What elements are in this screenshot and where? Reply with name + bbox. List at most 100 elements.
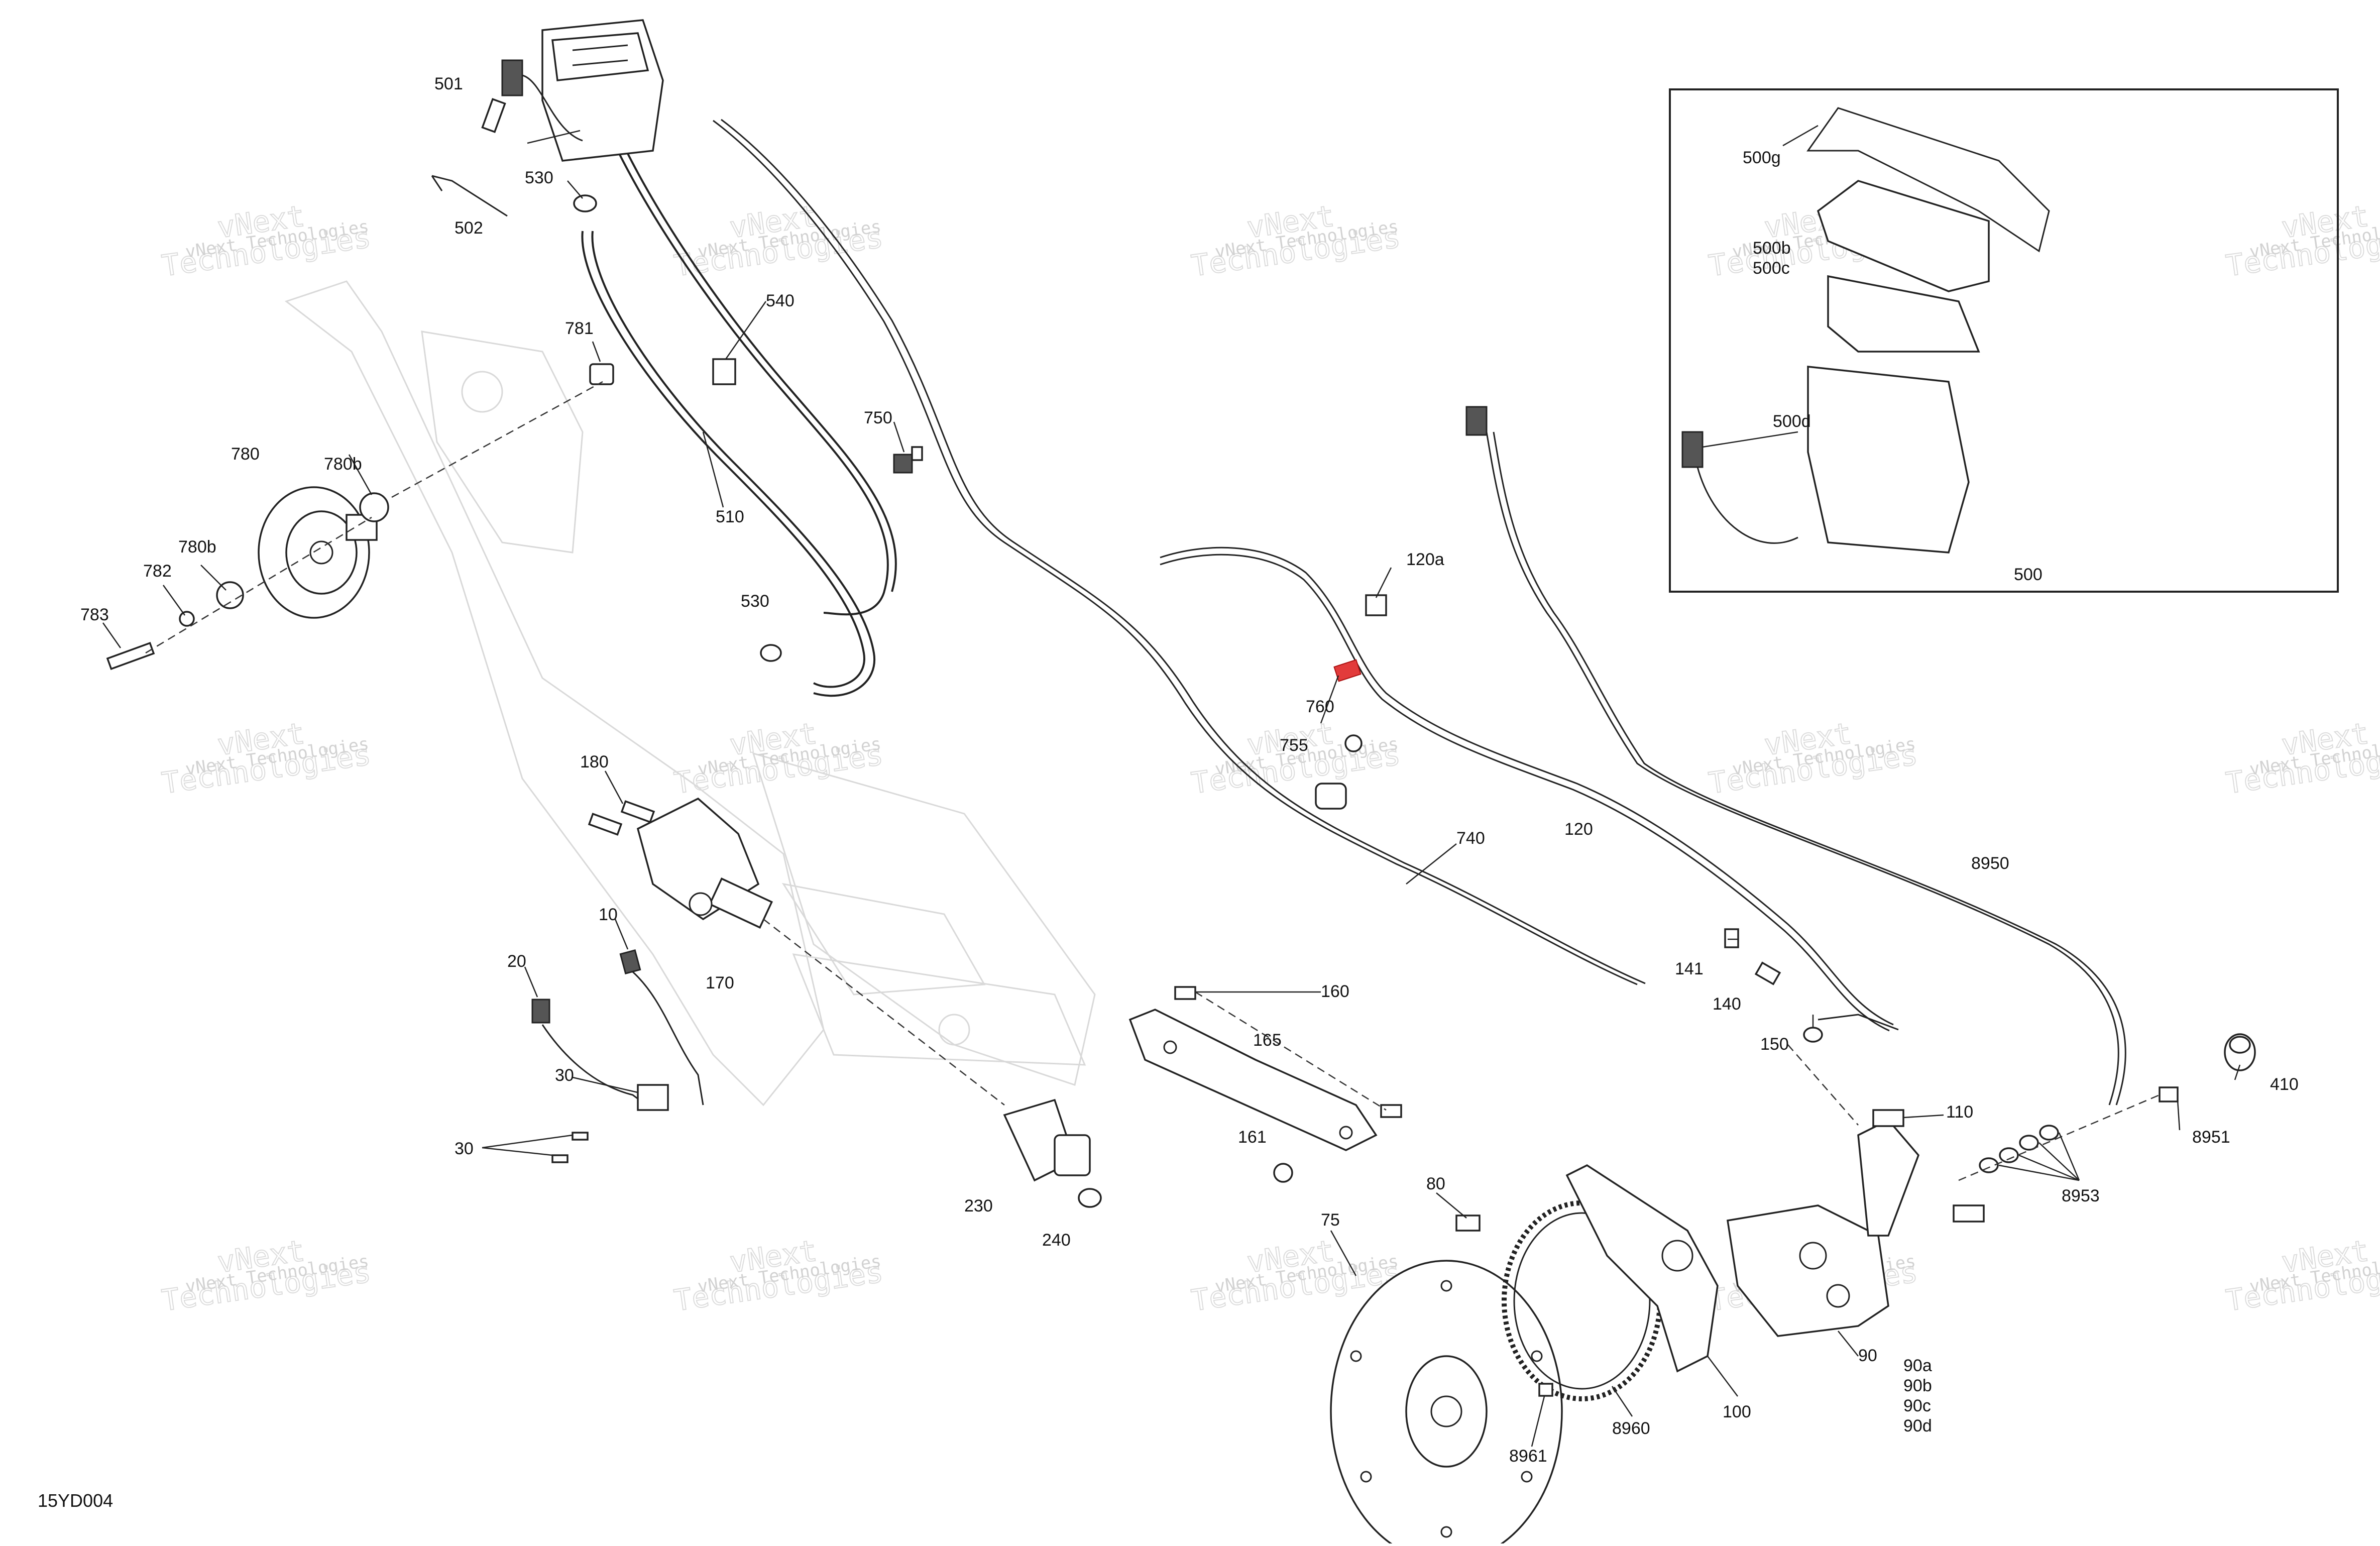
watermark: Technologies vNext vNext Technologies <box>159 198 373 284</box>
callout-783: 783 <box>80 605 109 624</box>
sensor-connector-8950 <box>1465 406 1488 436</box>
callout-150: 150 <box>1760 1035 1789 1054</box>
clip-540 <box>712 358 736 385</box>
callout-780b-lower: 780b <box>178 537 216 557</box>
reservoir-assembly <box>501 19 664 162</box>
callout-760: 760 <box>1306 697 1334 716</box>
ghost-frame <box>284 280 1096 1107</box>
callout-110: 110 <box>1946 1102 1973 1122</box>
washer-782 <box>179 611 195 627</box>
bearing-780b-lower <box>216 581 244 609</box>
bolt-783 <box>106 642 155 670</box>
callout-75: 75 <box>1321 1210 1340 1230</box>
callout-90a: 90a <box>1903 1356 1932 1375</box>
watermark: Technologies vNext vNext Technologies <box>671 198 885 284</box>
inset-500 <box>1669 88 2339 593</box>
washer-8953-c <box>2019 1135 2039 1151</box>
callout-510: 510 <box>716 507 744 526</box>
callout-165: 165 <box>1253 1031 1282 1050</box>
callout-8951: 8951 <box>2192 1128 2230 1147</box>
hoses-and-cables <box>581 119 2126 1106</box>
screw-30-b <box>551 1154 569 1163</box>
callout-780b-upper: 780b <box>324 455 362 474</box>
callout-740: 740 <box>1456 829 1485 848</box>
clamp-530-bottom <box>760 644 782 662</box>
callout-30-lower: 30 <box>455 1139 474 1158</box>
bushing-781 <box>589 363 614 385</box>
callout-labels: 501 502 530 540 510 750 781 780 780b 780… <box>80 74 2299 1466</box>
pulley-780 <box>258 486 378 619</box>
callout-500d: 500d <box>1773 412 1811 431</box>
boot-230 <box>1003 1098 1091 1182</box>
nut-161 <box>1273 1163 1293 1183</box>
watermark: Technologies vNext vNext Technologies <box>671 1233 885 1318</box>
callout-530: 530 <box>525 168 553 187</box>
watermark: Technologies vNext vNext Technologies <box>1189 198 1403 284</box>
washer-150 <box>1803 1027 1823 1043</box>
bolt-80 <box>1455 1214 1481 1232</box>
connector-750 <box>893 446 923 474</box>
connector-20 <box>531 999 550 1024</box>
callout-780: 780 <box>231 445 260 464</box>
washer-8953-b <box>1999 1147 2019 1163</box>
callout-230: 230 <box>964 1196 993 1216</box>
screw-501 <box>481 98 506 133</box>
leader-lines <box>102 125 2241 1447</box>
diagram-code: 15YD004 <box>38 1490 113 1511</box>
callout-90d: 90d <box>1903 1416 1932 1435</box>
nut-760 <box>1344 734 1363 752</box>
highlight-connector <box>1333 659 1362 682</box>
caliper-90 <box>1727 1119 1920 1337</box>
washer-8953-d <box>2039 1125 2059 1141</box>
callout-501: 501 <box>434 74 463 93</box>
callout-8950: 8950 <box>1971 854 2009 873</box>
callout-500c: 500c <box>1753 259 1790 278</box>
bracket-165 <box>1128 1009 1378 1151</box>
callout-180: 180 <box>580 752 609 771</box>
callout-781: 781 <box>565 319 594 338</box>
callout-500g: 500g <box>1743 148 1781 167</box>
master-cylinder-170 <box>636 797 773 929</box>
callout-782: 782 <box>143 562 172 581</box>
switch-30 <box>637 1084 669 1111</box>
clamp-530-top <box>573 194 597 212</box>
callout-8961: 8961 <box>1509 1447 1547 1466</box>
screw-8961 <box>1538 1383 1553 1397</box>
bearing-780b-upper <box>359 492 389 522</box>
clip-502 <box>431 175 508 217</box>
callout-410: 410 <box>2270 1075 2299 1094</box>
watermark: Technologies vNext vNext Technologies <box>159 1233 373 1318</box>
callout-120a: 120a <box>1406 550 1444 569</box>
watermark: Technologies vNext vNext Technologies <box>2223 716 2380 801</box>
callout-141: 141 <box>1675 959 1704 978</box>
callout-240: 240 <box>1042 1231 1071 1250</box>
brake-disc-75 <box>1330 1260 1563 1546</box>
callout-10: 10 <box>599 905 618 924</box>
bleeder-141 <box>1724 928 1739 948</box>
connector-10 <box>619 949 641 975</box>
bolt-110-a <box>1872 1109 1904 1127</box>
callout-120: 120 <box>1564 820 1593 839</box>
watermark: Technologies vNext vNext Technologies <box>159 716 373 801</box>
callout-161: 161 <box>1238 1128 1267 1147</box>
grommet-410 <box>2224 1033 2256 1071</box>
callout-100: 100 <box>1723 1402 1751 1421</box>
watermark: Technologies vNext vNext Technologies <box>671 716 885 801</box>
callout-90b: 90b <box>1903 1376 1932 1395</box>
bolt-160-b <box>1380 1104 1402 1118</box>
callout-90c: 90c <box>1903 1396 1931 1415</box>
callout-160: 160 <box>1321 982 1349 1001</box>
screw-30-a <box>572 1132 589 1141</box>
callout-8953: 8953 <box>2062 1186 2100 1205</box>
callout-8960: 8960 <box>1612 1419 1650 1438</box>
callout-140: 140 <box>1713 995 1741 1014</box>
callout-20: 20 <box>507 952 526 971</box>
callout-755: 755 <box>1280 736 1308 755</box>
callout-500b: 500b <box>1753 239 1791 258</box>
callout-500: 500 <box>2014 565 2043 584</box>
bolt-160-a <box>1174 986 1196 1000</box>
callout-170: 170 <box>706 973 734 992</box>
callout-502: 502 <box>455 218 483 238</box>
callout-540: 540 <box>766 291 795 310</box>
callout-90: 90 <box>1858 1346 1877 1365</box>
